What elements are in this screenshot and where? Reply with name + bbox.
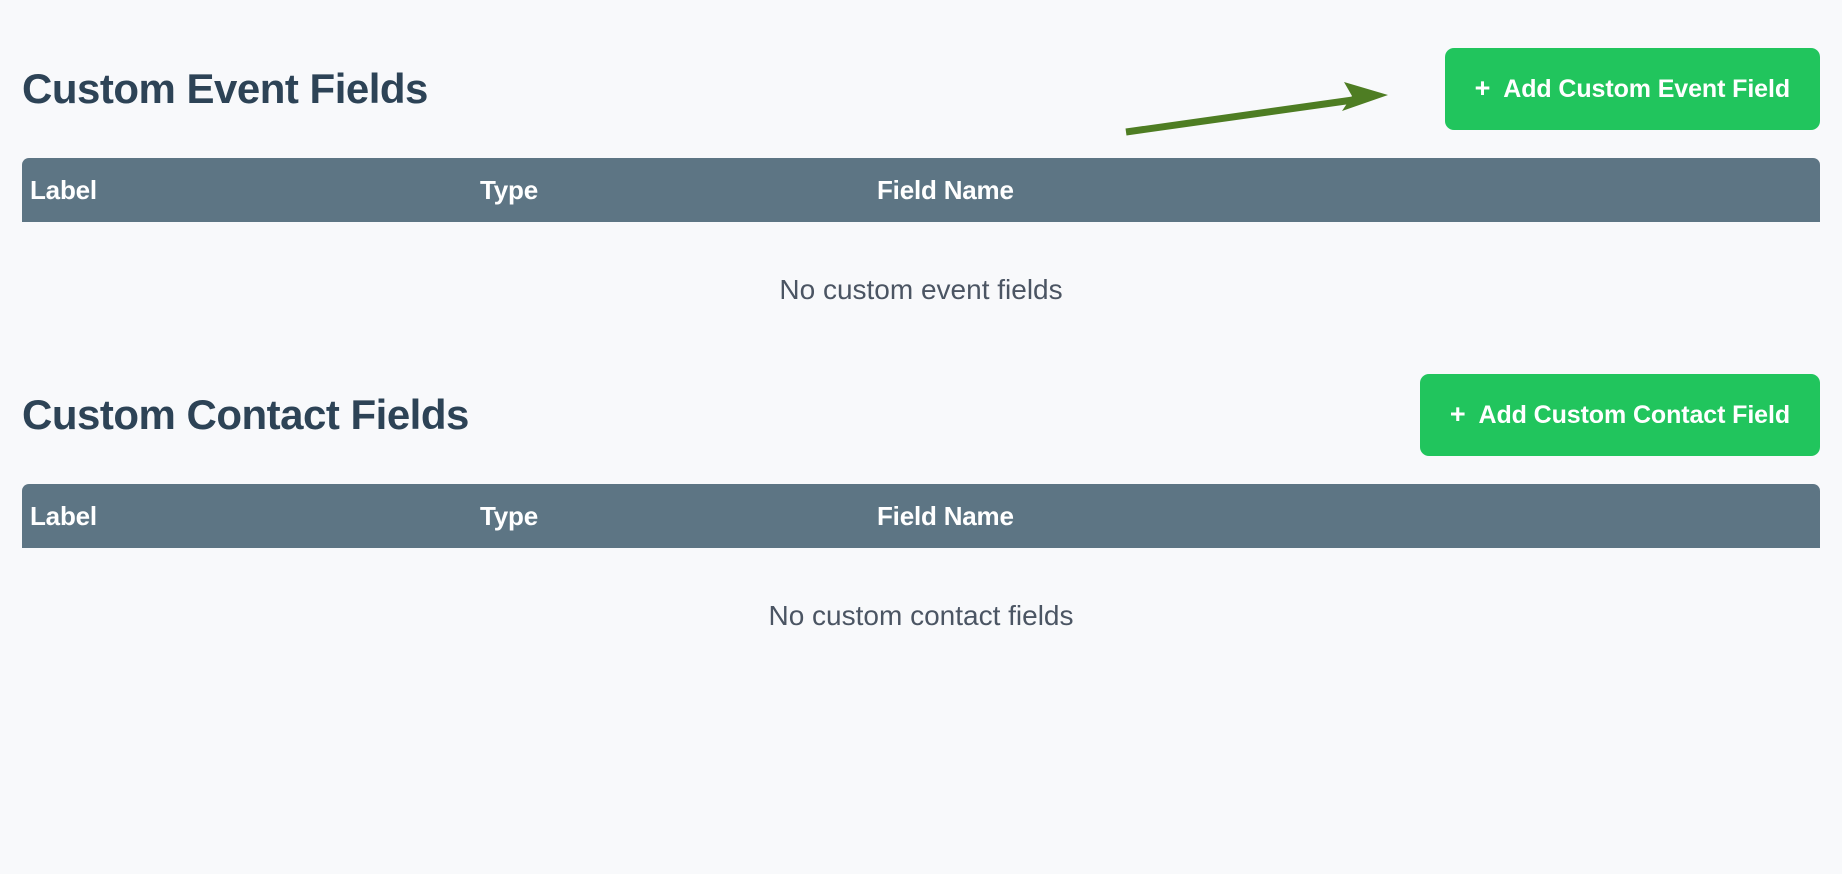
empty-state-message-event: No custom event fields (779, 274, 1063, 305)
plus-icon: + (1474, 72, 1491, 103)
custom-contact-fields-section: Custom Contact Fields + Add Custom Conta… (22, 306, 1820, 632)
column-header-type: Type (480, 174, 538, 205)
column-header-label: Label (30, 500, 97, 531)
empty-state-message-contact: No custom contact fields (768, 600, 1074, 631)
page-title-custom-event-fields: Custom Event Fields (22, 64, 428, 112)
column-header-field-name: Field Name (877, 174, 1014, 205)
custom-event-fields-section: Custom Event Fields + Add Custom Event F… (22, 0, 1820, 306)
add-custom-contact-field-label: Add Custom Contact Field (1478, 400, 1791, 429)
add-custom-event-field-button[interactable]: + Add Custom Event Field (1444, 48, 1820, 130)
add-custom-contact-field-button[interactable]: + Add Custom Contact Field (1419, 374, 1820, 456)
plus-icon: + (1449, 398, 1466, 429)
column-header-label: Label (30, 174, 97, 205)
custom-event-fields-table: Label Type Field Name No custom event fi… (22, 158, 1820, 306)
custom-contact-fields-header: Custom Contact Fields + Add Custom Conta… (22, 374, 1820, 456)
column-header-type: Type (480, 500, 538, 531)
table-header-row: Label Type Field Name (22, 158, 1820, 222)
page-title-custom-contact-fields: Custom Contact Fields (22, 390, 469, 438)
add-custom-event-field-label: Add Custom Event Field (1503, 74, 1790, 103)
table-header-row: Label Type Field Name (22, 484, 1820, 548)
custom-contact-fields-table: Label Type Field Name No custom contact … (22, 484, 1820, 632)
column-header-field-name: Field Name (877, 500, 1014, 531)
custom-event-fields-header: Custom Event Fields + Add Custom Event F… (22, 48, 1820, 130)
